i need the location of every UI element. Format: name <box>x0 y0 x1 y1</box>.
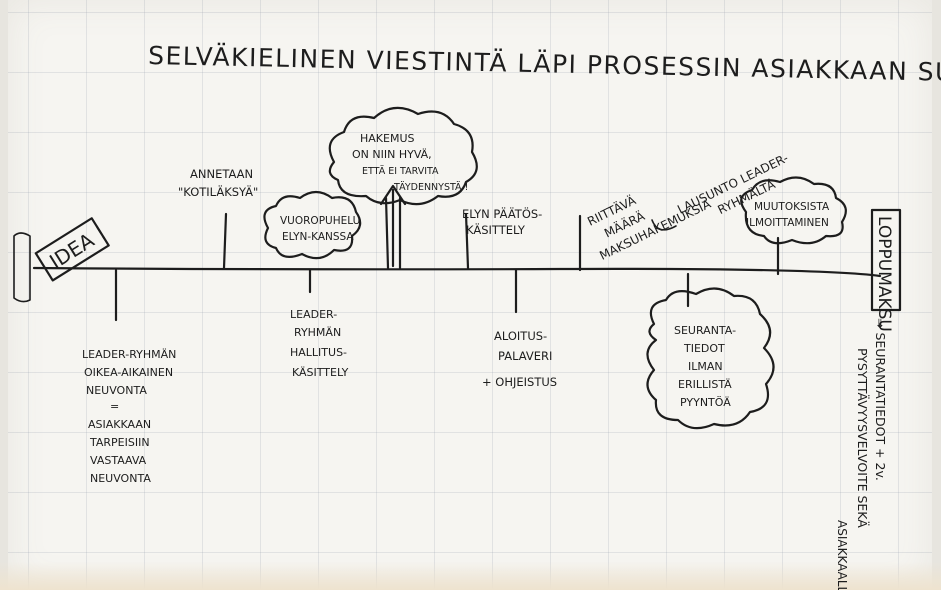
whiteboard <box>8 0 932 590</box>
tick-hakemus-a <box>384 196 390 270</box>
floor-shadow <box>0 562 941 590</box>
cloud-vuoropuhelu <box>263 190 362 260</box>
loppumaksu-box: LOPPUMAKSU <box>870 208 902 332</box>
leader-kasittely-text: LEADER- RYHMÄN HALLITUS- KÄSITTELY <box>290 308 351 379</box>
board-title: SELVÄKIELINEN VIESTINTÄ LÄPI PROSESSIN A… <box>148 41 941 90</box>
cloud-hakemus <box>328 106 478 206</box>
leader-neuvonta-text: LEADER-RYHMÄN OIKEA-AIKAINEN NEUVONTA = … <box>82 348 180 485</box>
bracket-mark <box>651 219 677 231</box>
aloitus-text: ALOITUS- PALAVERI + OHJEISTUS <box>482 329 557 389</box>
vertical-text-2: PYSYTTÄVYYSVELVOITE SEKÄ <box>855 348 870 528</box>
ely-text: ELYN PÄÄTÖS- KÄSITTELY <box>462 205 546 237</box>
cloud-seuranta <box>646 287 775 430</box>
tick-ely <box>464 212 470 270</box>
vuoropuhelu-text: VUOROPUHELU ELYN-KANSSA <box>280 215 364 243</box>
muutoksista-text: MUUTOKSISTA ILMOITTAMINEN <box>746 201 833 229</box>
annetaan-text: ANNETAAN "KOTILÄKSYÄ" <box>178 167 258 199</box>
loppumaksu-label: LOPPUMAKSU <box>874 216 894 332</box>
cloud-muutoksista <box>740 176 847 245</box>
hakemus-text: HAKEMUS ON NIIN HYVÄ, ETTÄ EI TARVITA TÄ… <box>352 132 468 193</box>
arrow-up-icon <box>379 184 407 268</box>
vertical-text-1: ⇒ SEURANTATIEDOT + 2v. <box>873 318 888 481</box>
idea-box: IDEA ! <box>34 217 111 282</box>
timeline <box>32 266 882 278</box>
tick-annetaan <box>222 212 228 270</box>
vertical-text-3: ASIAKKAALLE <box>835 520 849 590</box>
riittava-text: RIITTÄVÄ MÄÄRÄ MAKSUHAKEMUKSIA <box>581 163 714 263</box>
edge-mark <box>13 232 31 303</box>
seuranta-text: SEURANTA- TIEDOT ILMAN ERILLISTÄ PYYNTÖÄ <box>674 324 740 409</box>
